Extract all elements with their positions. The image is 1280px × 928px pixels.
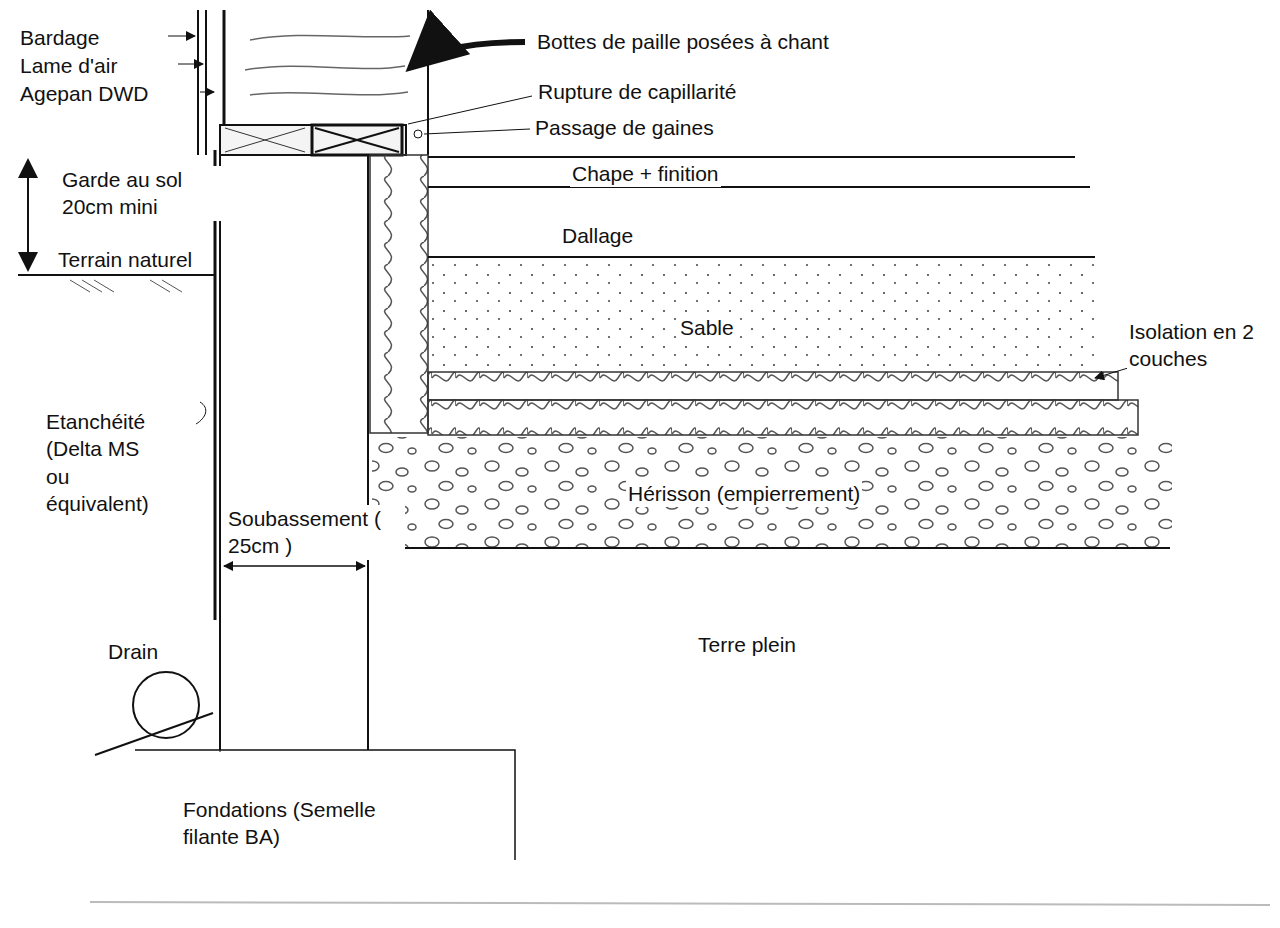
part-label: Bottes de paille posées à chant	[535, 28, 831, 55]
part-label: Agepan DWD	[18, 80, 150, 107]
part-label: Chape + finition	[570, 160, 721, 187]
part-label: Isolation en 2 couches	[1127, 318, 1276, 373]
part-label: Hérisson (empierrement)	[626, 480, 862, 507]
part-label: Drain	[106, 638, 160, 665]
part-label: Garde au sol 20cm mini	[60, 166, 229, 221]
part-label: Sable	[678, 314, 736, 341]
part-label: Lame d'air	[18, 52, 119, 79]
part-label: Passage de gaines	[533, 114, 716, 141]
part-label: Dallage	[560, 222, 635, 249]
part-label: Rupture de capillarité	[536, 78, 738, 105]
part-label: Fondations (Semelle filante BA)	[181, 796, 420, 851]
part-label: Etanchéité (Delta MS ou équivalent)	[44, 408, 168, 517]
part-label: Bardage	[18, 24, 101, 51]
part-label: Terrain naturel	[56, 246, 194, 273]
part-label: Terre plein	[696, 631, 798, 658]
part-label: Soubassement ( 25cm )	[226, 505, 405, 560]
